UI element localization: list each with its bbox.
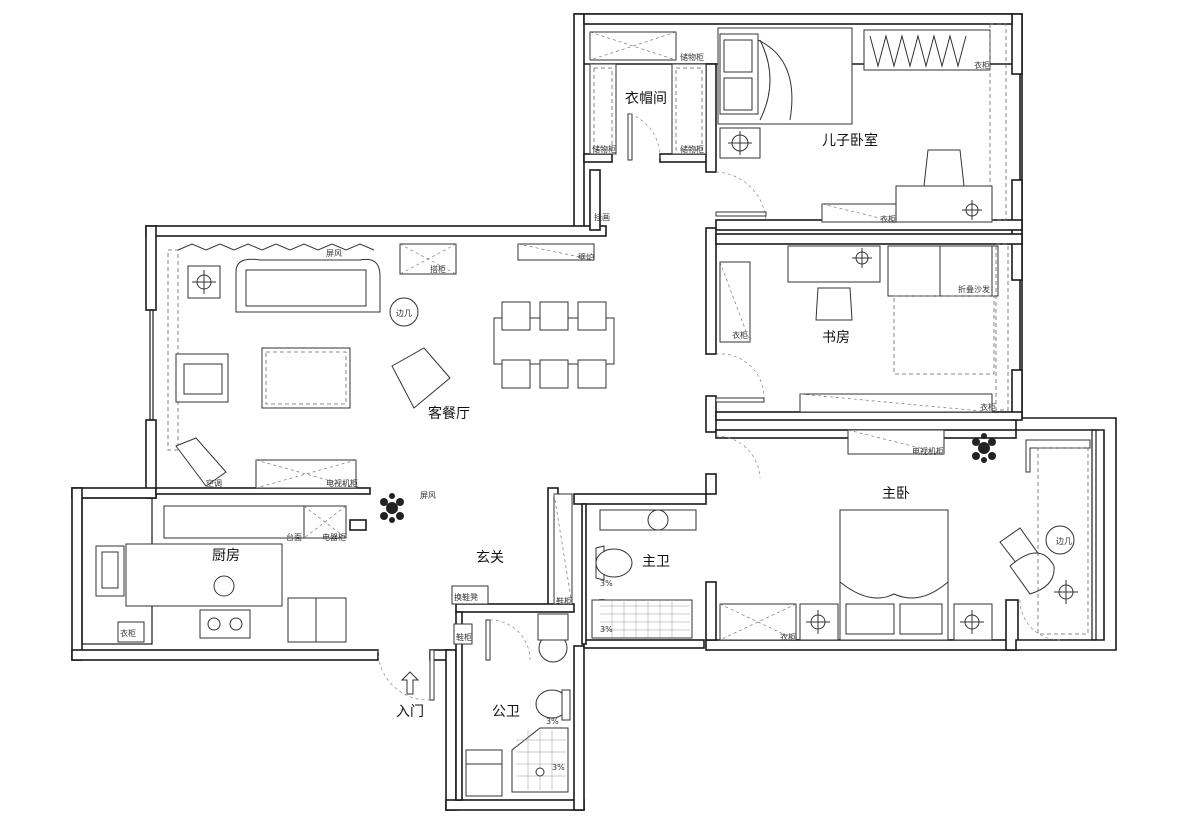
shoe-bench-label: 换鞋凳 (454, 592, 478, 602)
storage-label-1: 储物柜 (680, 52, 704, 62)
room-public-bath: 公卫 (492, 704, 520, 720)
wardrobe-label-son: 衣柜 (880, 214, 896, 224)
fireplace-label: 壁炉 (578, 252, 594, 262)
room-kitchen: 厨房 (212, 548, 240, 564)
living-dining: 屏风 搭柜 壁炉 边几 空调 电视机柜 屏风 挂画 客餐厅 (167, 212, 615, 523)
master-bedroom: 电视机柜 边几 衣柜 主卧 (715, 429, 1091, 642)
room-master-bedroom: 主卧 (882, 486, 910, 502)
wardrobe-label-top: 衣柜 (974, 60, 990, 70)
study-wardrobe-label: 衣柜 (732, 330, 748, 340)
storage-label-2: 储物柜 (592, 144, 616, 154)
room-study: 书房 (822, 330, 850, 346)
foyer: 换鞋凳 鞋柜 鞋柜 玄关 入门 (377, 493, 573, 720)
room-son-bedroom: 儿子卧室 (822, 132, 878, 149)
kitchen: 台面 电器柜 衣柜 厨房 (95, 505, 347, 643)
air-conditioner-label: 空调 (206, 478, 222, 488)
screen-label-living: 屏风 (326, 249, 342, 258)
entrance-label: 入门 (396, 704, 424, 720)
tv-cabinet-label-master: 电视机柜 (912, 446, 944, 456)
cloakroom: 储物柜 储物柜 储物柜 衣帽间 (589, 31, 707, 161)
slope-label-master-1: 3% (600, 579, 613, 588)
room-master-bath: 主卫 (642, 554, 670, 570)
counter-label: 台面 (286, 532, 302, 542)
hook-label: 挂画 (594, 212, 610, 222)
display-cabinet-label: 搭柜 (430, 264, 446, 274)
shoe-cabinet-label-2: 鞋柜 (556, 596, 572, 606)
son-bedroom: 衣柜 衣柜 儿子卧室 (715, 23, 1007, 224)
slope-label-public-1: 3% (546, 717, 559, 726)
tv-cabinet-label-living: 电视机柜 (326, 478, 358, 488)
side-table-label-master: 边几 (1056, 536, 1072, 546)
screen-label-foyer: 屏风 (420, 491, 436, 500)
master-wardrobe-label: 衣柜 (780, 632, 796, 642)
study: 折叠沙发 衣柜 衣柜 书房 (715, 243, 1009, 413)
kitchen-cabinet-label: 衣柜 (120, 628, 136, 638)
slope-label-master-2: 3% (600, 625, 613, 634)
room-cloakroom: 衣帽间 (625, 91, 667, 107)
public-bath: 3% 3% 公卫 (465, 613, 571, 797)
master-bath: 3% 3% 主卫 (591, 509, 697, 639)
slope-label-public-2: 3% (552, 763, 565, 772)
storage-label-3: 储物柜 (680, 144, 704, 154)
side-table-label-living: 边几 (396, 308, 412, 318)
room-foyer: 玄关 (476, 549, 504, 566)
appliance-cabinet-label: 电器柜 (322, 532, 346, 542)
study-bookcase-label: 衣柜 (980, 402, 996, 412)
folding-sofa-label: 折叠沙发 (958, 284, 990, 294)
shoe-cabinet-label: 鞋柜 (456, 632, 472, 642)
room-living-dining: 客餐厅 (428, 405, 470, 422)
